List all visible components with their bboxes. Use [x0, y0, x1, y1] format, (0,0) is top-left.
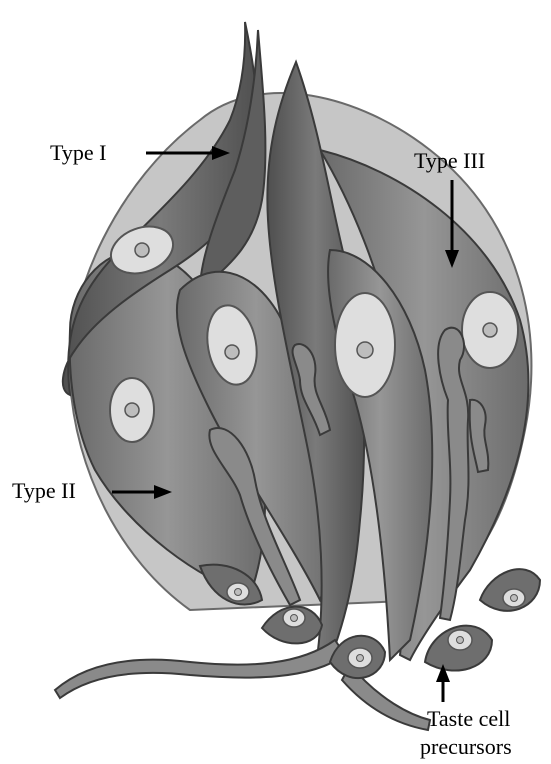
nerve-fiber-left [55, 640, 345, 698]
label-type-3: Type III [414, 150, 485, 172]
label-precursors-line-1: Taste cell [427, 708, 510, 730]
precursor-cell [330, 636, 385, 678]
precursor-cell [262, 607, 322, 644]
precursor-cell [480, 569, 540, 611]
label-type-1: Type I [50, 142, 107, 164]
precursor-cell [425, 626, 492, 671]
label-type-2: Type II [12, 480, 76, 502]
label-precursors-line-2: precursors [420, 736, 512, 758]
